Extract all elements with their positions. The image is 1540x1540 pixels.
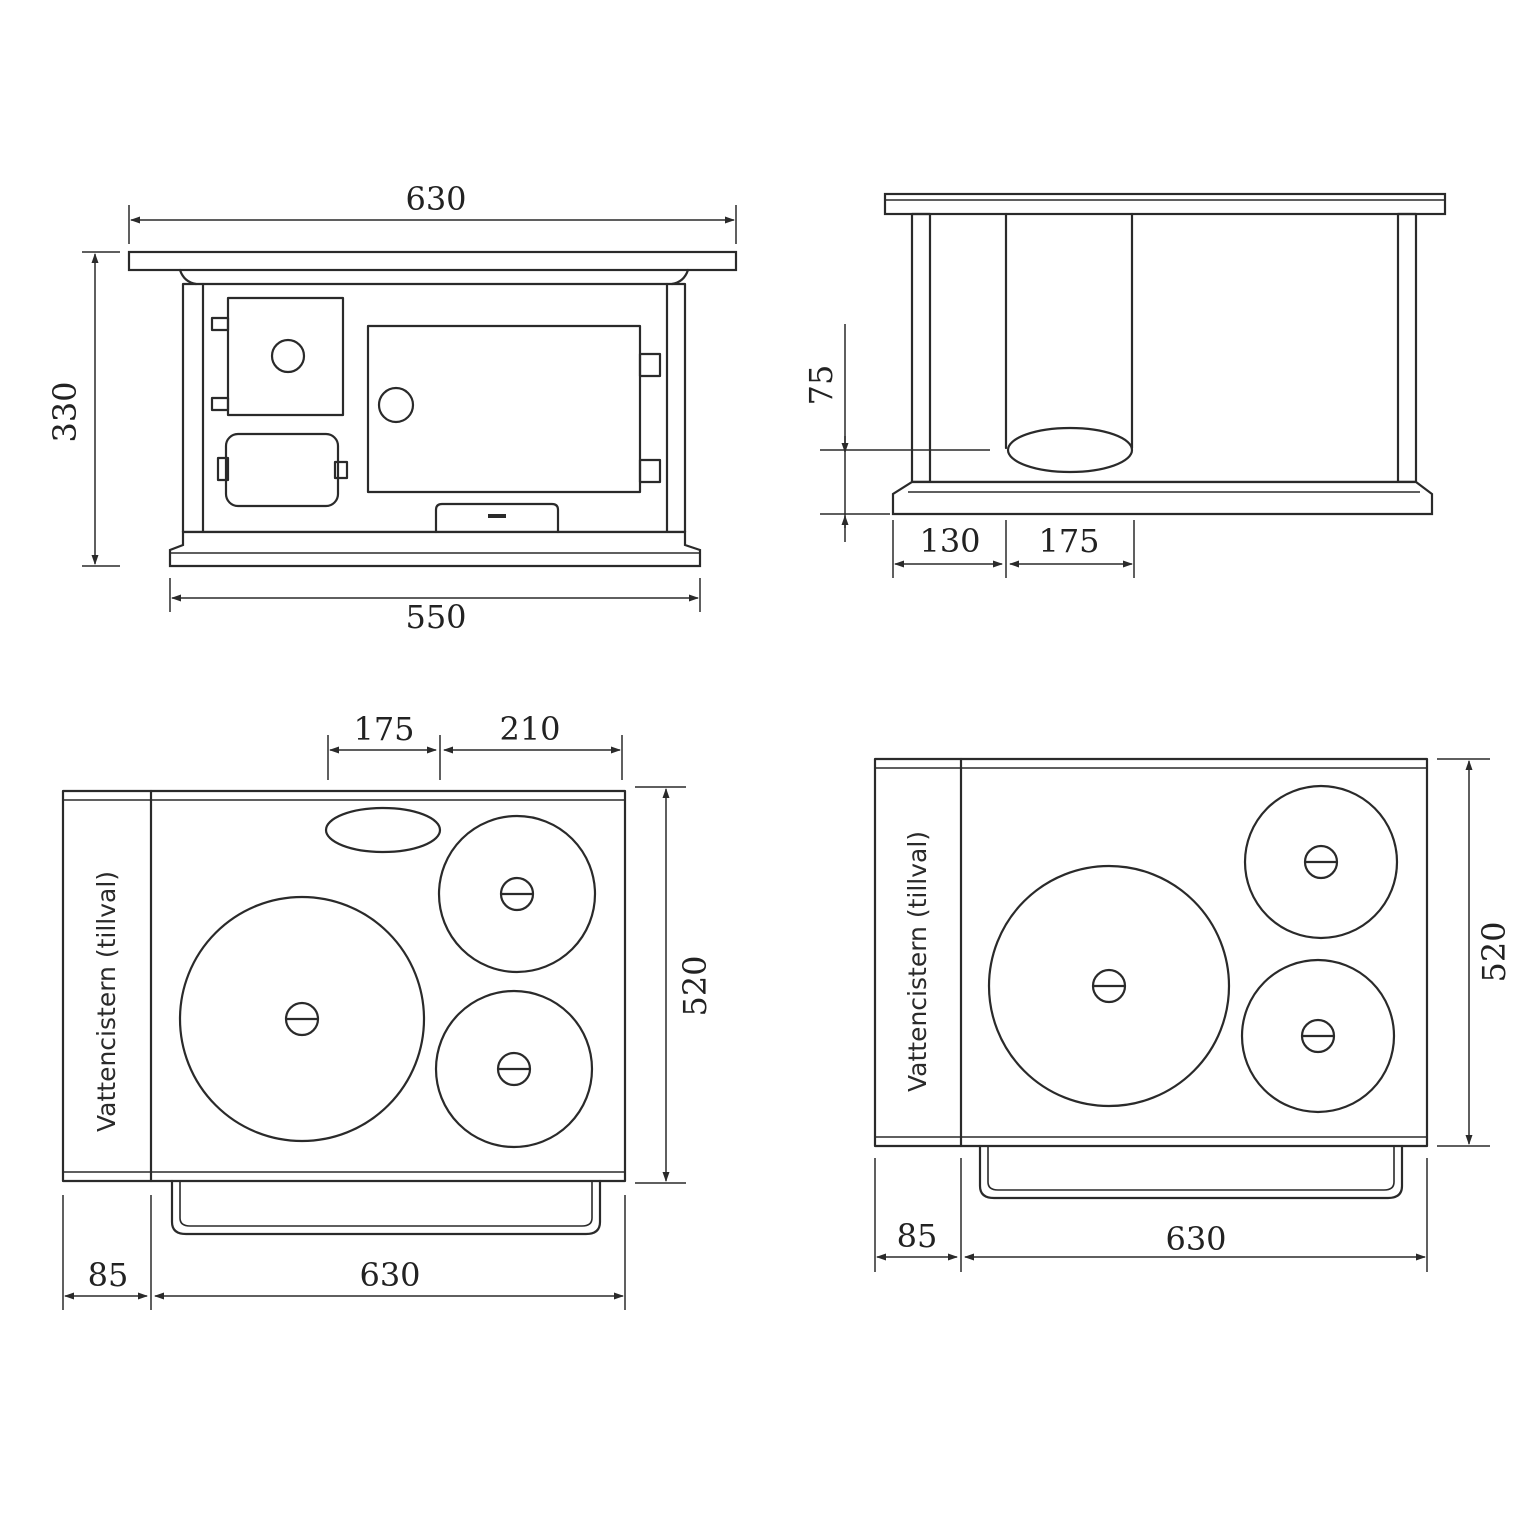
oven-door [366,324,642,494]
side-right-leg [1396,212,1418,484]
front-base [168,530,702,568]
ash-door [224,432,340,508]
top-left-dim-b-label: 210 [499,710,560,748]
front-body [181,282,687,534]
cistern-label-right: Vattencistern (tillval) [903,831,932,1092]
side-dim-left-label: 130 [919,522,980,560]
towel-rail-left [170,1179,602,1236]
side-dim-mid-label: 175 [1038,522,1099,560]
upper-hotplate-left [437,814,597,974]
lower-hotplate-right [1240,958,1396,1114]
lower-hotplate-left [434,989,594,1149]
towel-rail-right [978,1144,1404,1200]
front-width-base-label: 550 [405,598,466,636]
door-knob-icon [270,338,306,374]
top-left-dim-a-label: 175 [353,710,414,748]
drawer [434,502,560,534]
flue-outlet [1006,426,1134,474]
front-brackets [178,268,690,286]
side-dim-height-label: 75 [802,365,840,406]
oven-knob-icon [377,386,415,424]
front-top-plate [127,250,738,272]
top-left-depth-label: 520 [676,955,714,1016]
cistern-label-left: Vattencistern (tillval) [92,871,121,1132]
top-right-depth-label: 520 [1475,921,1513,982]
hob-outline-right [873,757,1429,1148]
top-left-dim-width-label: 630 [359,1256,420,1294]
large-hotplate-right [987,864,1231,1108]
hob-outline-left [61,789,627,1183]
side-top-plate [883,192,1447,216]
firebox-door [226,296,345,417]
top-view-right: Vattencistern (tillval) 520 85 630 [873,757,1513,1272]
side-left-leg [910,212,932,484]
flue-opening [324,806,442,854]
front-height-label: 330 [46,381,84,442]
top-left-dim-side-label: 85 [88,1256,129,1294]
top-view-left: Vattencistern (tillval) 175 210 520 [61,710,714,1310]
side-base [891,480,1434,516]
upper-hotplate-right [1243,784,1399,940]
large-hotplate-left [178,895,426,1143]
front-width-top-label: 630 [405,180,466,218]
side-view: 75 130 175 [802,192,1447,578]
front-view: 630 330 550 [46,180,738,636]
top-right-dim-side-label: 85 [897,1217,938,1255]
top-right-dim-width-label: 630 [1165,1220,1226,1258]
